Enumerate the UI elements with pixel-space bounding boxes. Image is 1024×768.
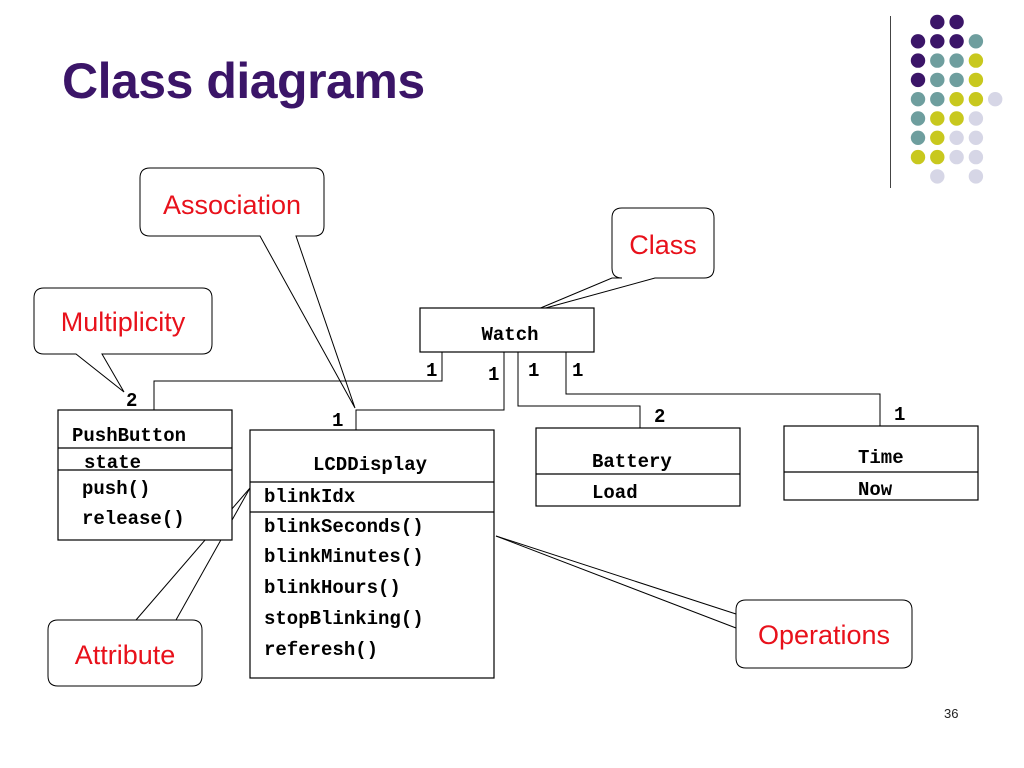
callout-multiplicity: Multiplicity — [33, 287, 213, 393]
assoc-watch-battery — [517, 352, 641, 428]
class-lcddisplay-op: referesh() — [264, 639, 378, 661]
class-watch[interactable]: Watch — [419, 307, 595, 353]
class-battery-name: Battery — [592, 451, 672, 473]
slide-title: Class diagrams — [62, 53, 425, 109]
class-time-attribute: Now — [858, 479, 893, 501]
class-lcddisplay-op: blinkSeconds() — [264, 516, 424, 538]
callout-association-text: Association — [163, 190, 301, 220]
callout-multiplicity-text: Multiplicity — [61, 307, 186, 337]
class-lcddisplay-op: stopBlinking() — [264, 608, 424, 630]
class-pushbutton-op: release() — [82, 508, 185, 530]
callout-operations: Operations — [495, 535, 913, 669]
association-lines — [153, 352, 881, 430]
callout-association: Association — [139, 167, 356, 409]
multiplicity-battery-end: 2 — [654, 406, 665, 428]
header-divider — [890, 16, 891, 188]
class-pushbutton[interactable]: PushButton state push() release() — [57, 409, 233, 541]
multiplicity-pushbutton-end: 2 — [126, 390, 137, 412]
assoc-watch-lcd — [355, 352, 505, 430]
callout-class-text: Class — [629, 230, 697, 260]
class-time-name: Time — [858, 447, 904, 469]
class-pushbutton-name: PushButton — [72, 425, 186, 447]
assoc-watch-time — [565, 352, 881, 426]
class-lcddisplay-name: LCDDisplay — [313, 454, 428, 476]
class-battery-attribute: Load — [592, 482, 638, 504]
multiplicity-watch-pushbutton: 1 — [426, 360, 437, 382]
callout-attribute-text: Attribute — [75, 640, 176, 670]
callout-operations-text: Operations — [758, 620, 890, 650]
class-watch-name: Watch — [481, 324, 538, 346]
class-lcddisplay[interactable]: LCDDisplay blinkIdx blinkSeconds() blink… — [249, 429, 495, 679]
class-lcddisplay-op: blinkHours() — [264, 577, 401, 599]
multiplicity-watch-battery: 1 — [528, 360, 539, 382]
class-lcddisplay-attribute: blinkIdx — [264, 486, 355, 508]
assoc-watch-pushbutton — [153, 352, 443, 410]
callout-class: Class — [530, 207, 715, 313]
multiplicity-lcd-end: 1 — [332, 410, 343, 432]
class-battery[interactable]: Battery Load — [535, 427, 741, 507]
class-lcddisplay-op: blinkMinutes() — [264, 546, 424, 568]
class-pushbutton-op: push() — [82, 478, 150, 500]
multiplicity-watch-time: 1 — [572, 360, 583, 382]
page-number: 36 — [944, 706, 959, 721]
multiplicity-time-end: 1 — [894, 404, 905, 426]
multiplicity-watch-lcd: 1 — [488, 364, 499, 386]
class-pushbutton-attribute: state — [84, 452, 141, 474]
callout-attribute: Attribute — [47, 487, 251, 687]
class-time[interactable]: Time Now — [783, 425, 979, 501]
